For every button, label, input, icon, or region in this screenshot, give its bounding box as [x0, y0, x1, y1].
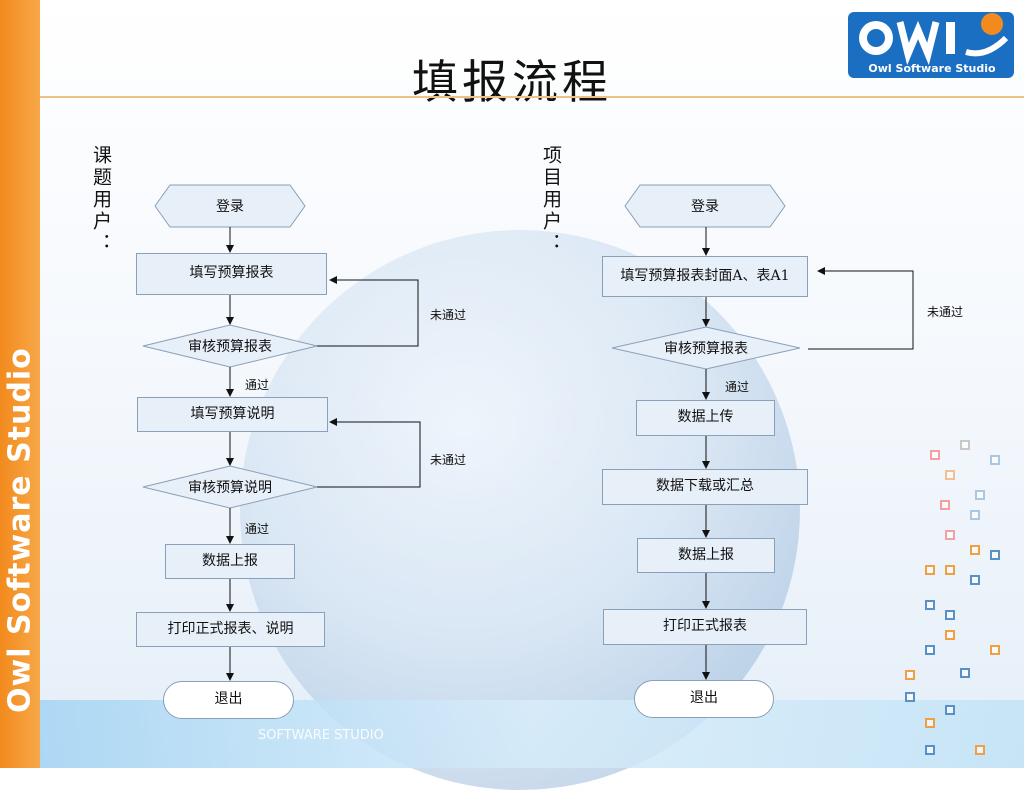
page-title: 填报流程	[412, 55, 612, 109]
logo-text: Owl Software Studio	[868, 62, 996, 75]
flowchart-graphics	[142, 184, 914, 681]
right-login-node: 登录	[691, 199, 719, 215]
left-login-node: 登录	[216, 199, 244, 215]
left-passed-label-1: 通过	[245, 378, 270, 392]
left-login-hexagon	[154, 184, 306, 228]
right-flow-label: 项目用户：	[540, 145, 562, 255]
left-report-node: 数据上报	[165, 544, 295, 579]
right-review-budget-diamond	[611, 326, 801, 370]
right-print-node: 打印正式报表	[603, 609, 807, 645]
left-flow-label: 课题用户：	[90, 145, 112, 255]
right-login-hexagon	[624, 184, 786, 228]
right-report-node: 数据上报	[637, 538, 775, 573]
owl-logo: Owl Software Studio	[846, 8, 1016, 80]
right-download-node: 数据下载或汇总	[602, 469, 808, 505]
left-fill-desc-node: 填写预算说明	[137, 397, 328, 432]
left-exit-node: 退出	[163, 681, 294, 719]
title-rule	[40, 96, 1024, 98]
left-rejected-label-2: 未通过	[430, 453, 467, 467]
left-review-desc-node: 审核预算说明	[188, 480, 272, 496]
right-passed-label: 通过	[725, 380, 750, 394]
left-fill-budget-node: 填写预算报表	[136, 253, 327, 295]
right-fill-cover-node: 填写预算报表封面A、表A1	[602, 256, 808, 297]
orange-side-bar	[0, 0, 40, 768]
left-print-node: 打印正式报表、说明	[136, 612, 325, 647]
left-passed-label-2: 通过	[245, 522, 270, 536]
right-exit-node: 退出	[634, 680, 774, 718]
bottom-watermark-text: SOFTWARE STUDIO	[258, 728, 384, 743]
right-review-budget-node: 审核预算报表	[664, 341, 748, 357]
left-review-budget-node: 审核预算报表	[188, 339, 272, 355]
left-rejected-label-1: 未通过	[430, 308, 467, 322]
right-rejected-label: 未通过	[927, 305, 964, 319]
right-upload-node: 数据上传	[636, 400, 775, 436]
